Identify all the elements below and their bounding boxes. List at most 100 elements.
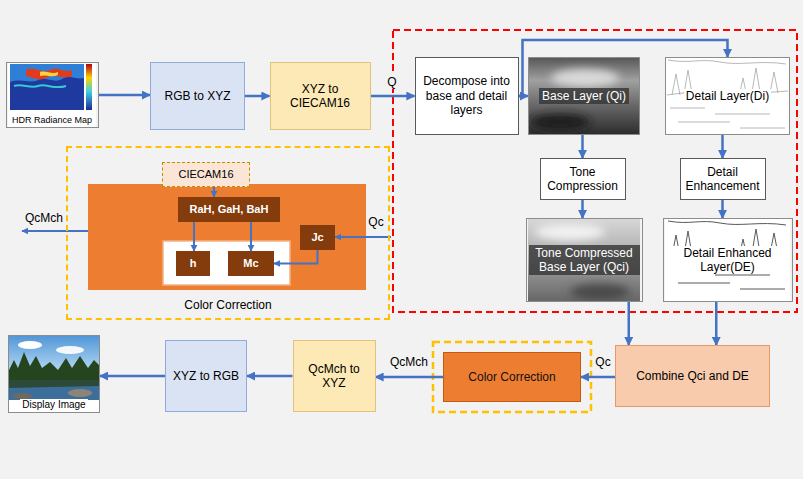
yellow-dashed-frame bbox=[433, 342, 591, 412]
image-ground bbox=[665, 57, 790, 135]
sketch-line bbox=[668, 221, 786, 225]
node-text: Tone Compressed Base Layer (Qci) bbox=[529, 245, 640, 276]
detail-enhanced-image bbox=[665, 218, 790, 302]
sketch-lines bbox=[667, 60, 788, 128]
heatmap-hot bbox=[26, 69, 72, 80]
node-text: RGB to XYZ bbox=[164, 89, 230, 103]
signal-label: QcMch bbox=[23, 211, 65, 225]
cloud bbox=[18, 341, 42, 349]
rock bbox=[68, 389, 92, 397]
image-ground bbox=[528, 218, 640, 302]
sketch-line bbox=[670, 108, 785, 128]
display-photo bbox=[8, 335, 100, 413]
flow-arrow bbox=[100, 375, 165, 378]
reflection bbox=[8, 380, 100, 388]
flow-arrow bbox=[371, 95, 415, 98]
heatmap-warm bbox=[40, 72, 58, 77]
flow-arrow bbox=[274, 250, 318, 264]
flow-arrow bbox=[245, 95, 270, 98]
flow-arrow bbox=[581, 200, 584, 218]
node-text: Color Correction bbox=[184, 298, 271, 312]
node-text: QcMch to XYZ bbox=[298, 362, 371, 391]
image-panel: Detail Layer(Di) bbox=[665, 57, 790, 135]
label-holder: Q bbox=[385, 75, 398, 89]
flow-arrow bbox=[250, 222, 252, 251]
image-panel: Base Layer (Qi) bbox=[528, 57, 640, 135]
flow-arrow bbox=[721, 200, 724, 218]
flow-arrow bbox=[721, 135, 724, 158]
process-box: Decompose into base and detail layers bbox=[415, 57, 519, 135]
flow-arrow bbox=[213, 187, 215, 197]
node-text: Display Image bbox=[20, 399, 87, 411]
node-text: Tone Compression bbox=[545, 165, 621, 194]
heatmap-field bbox=[10, 64, 84, 110]
label-holder: QcMch bbox=[388, 355, 430, 369]
process-box: Combine Qci and DE bbox=[615, 345, 770, 407]
output-arrow bbox=[22, 230, 88, 232]
heatmap-band bbox=[10, 64, 84, 82]
process-box: Detail Enhancement bbox=[680, 158, 766, 200]
process-box: Tone Compression bbox=[540, 158, 626, 200]
base-layer-image bbox=[528, 57, 640, 135]
hdr-heatmap bbox=[8, 62, 96, 128]
red-dashed-region bbox=[393, 30, 797, 312]
color-correction-panel bbox=[88, 184, 366, 290]
formula-box: RaH, GaH, BaH bbox=[178, 197, 280, 222]
output-group-box bbox=[163, 241, 290, 285]
node-text: HDR Radiance Map bbox=[10, 115, 94, 126]
image-panel: Display Image bbox=[8, 335, 100, 413]
node-text: Color Correction bbox=[468, 370, 555, 384]
connectors bbox=[99, 40, 728, 377]
blur-dark bbox=[570, 284, 630, 300]
signal-label: QcMch bbox=[388, 355, 430, 369]
flow-arrow bbox=[715, 302, 718, 345]
node-text: Mc bbox=[243, 257, 258, 270]
blur-light bbox=[551, 69, 619, 87]
image-panel: HDR Radiance Map bbox=[6, 62, 99, 128]
formula-box: h bbox=[176, 251, 210, 276]
color-bar bbox=[86, 64, 92, 110]
lake bbox=[8, 380, 100, 400]
flow-arrow bbox=[99, 94, 151, 97]
flow-arrow bbox=[581, 376, 615, 379]
sketch-line bbox=[668, 60, 786, 64]
node-text: CIECAM16 bbox=[178, 168, 233, 181]
image-panel: Detail Enhanced Layer(DE) bbox=[663, 218, 793, 302]
model-box: CIECAM16 bbox=[162, 162, 250, 187]
heatmap-cool bbox=[14, 85, 66, 87]
label-holder: QcMch bbox=[23, 211, 65, 225]
treeline bbox=[8, 352, 100, 381]
flow-arrow bbox=[193, 222, 195, 251]
node-text: Detail Enhanced Layer(DE) bbox=[666, 246, 790, 275]
cloud bbox=[56, 346, 84, 354]
node-text: Decompose into base and detail layers bbox=[420, 74, 514, 117]
image-ground bbox=[665, 218, 790, 302]
flow-arrow bbox=[628, 302, 631, 345]
process-box: XYZ to RGB bbox=[165, 340, 247, 412]
signal-label: Qc bbox=[366, 215, 385, 229]
process-box: RGB to XYZ bbox=[150, 62, 245, 130]
image-ground bbox=[528, 57, 640, 135]
process-box: XYZ to CIECAM16 bbox=[270, 62, 371, 130]
tone-compressed-image bbox=[528, 218, 640, 302]
node-text: Base Layer (Qi) bbox=[539, 88, 629, 104]
node-text: RaH, GaH, BaH bbox=[190, 203, 269, 216]
signal-label: Qc bbox=[593, 355, 612, 369]
label-holder: Qc bbox=[366, 215, 385, 229]
node-text: Combine Qci and DE bbox=[636, 369, 749, 383]
image-ground bbox=[8, 62, 96, 128]
node-text: Jc bbox=[311, 231, 323, 244]
detail-layer-image bbox=[665, 57, 790, 135]
node-text: h bbox=[190, 257, 197, 270]
label-holder: Qc bbox=[593, 355, 612, 369]
node-text: Detail Layer(Di) bbox=[684, 89, 771, 103]
formula-box: Jc bbox=[300, 225, 335, 250]
node-text: XYZ to RGB bbox=[173, 369, 239, 383]
flow-arrow bbox=[376, 376, 444, 379]
blur-dark bbox=[530, 114, 590, 130]
image-panel: Tone Compressed Base Layer (Qci) bbox=[526, 218, 643, 302]
process-box: QcMch to XYZ bbox=[293, 340, 376, 412]
